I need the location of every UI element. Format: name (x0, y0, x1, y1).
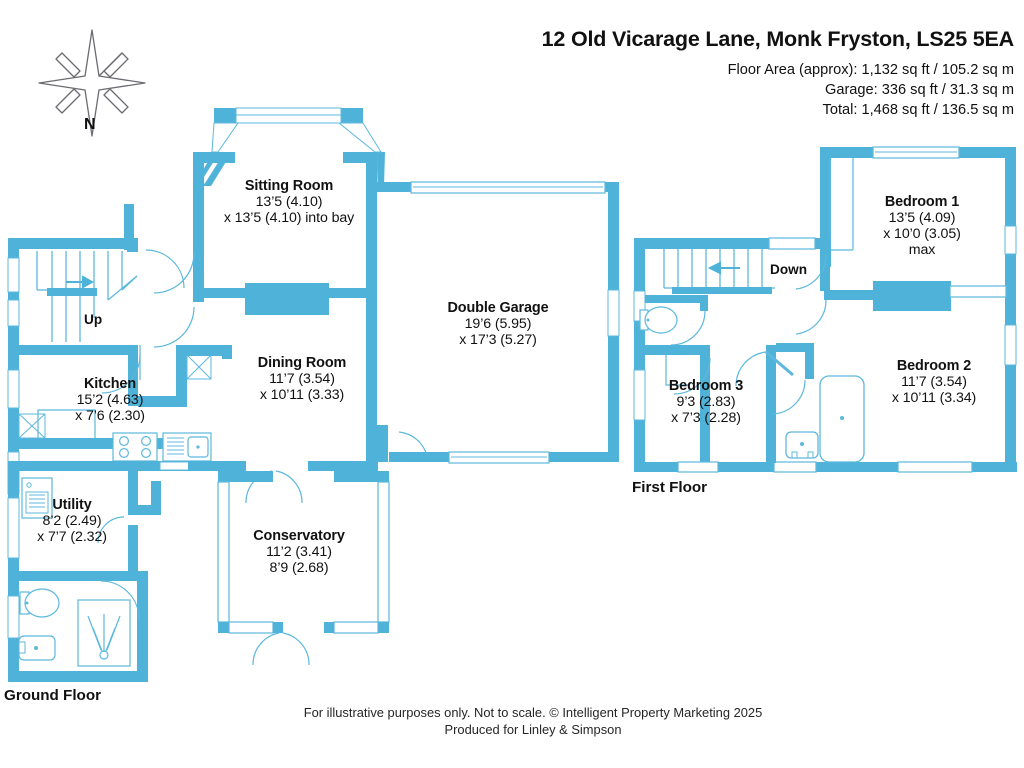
shower-icon (77, 599, 131, 667)
door-swing-utility (97, 516, 125, 544)
door-swing-hall-1 (145, 249, 185, 289)
wall-sitting-right (366, 152, 377, 312)
garage-area-text: Garage: 336 sq ft / 31.3 sq m (824, 82, 1014, 98)
door-swing-kitchen (101, 354, 141, 394)
total-area-text: Total: 1,468 sq ft / 136.5 sq m (822, 102, 1014, 118)
room-dim-2: x 7’3 (2.28) (671, 410, 741, 426)
wall-firstfloor-right (1005, 147, 1016, 472)
stair-label-down: Down (770, 262, 807, 277)
room-bedroom-1: Bedroom 1 13’5 (4.09) x 10’0 (3.05) max (871, 194, 973, 258)
room-bedroom-2: Bedroom 2 11’7 (3.54) x 10’11 (3.34) (892, 358, 976, 406)
wall-firstfloor-bottom (645, 462, 1017, 472)
room-name: Utility (52, 497, 92, 513)
wall-kitchen-bottom (8, 438, 188, 449)
room-conservatory: Conservatory 11’2 (3.41) 8’9 (2.68) (253, 528, 345, 576)
wall-left-outer (8, 238, 19, 438)
door-swing-dining (153, 306, 195, 348)
window-landing (768, 237, 816, 250)
page-title: 12 Old Vicarage Lane, Monk Fryston, LS25… (541, 27, 1015, 51)
room-dim-2: x 10’0 (3.05) max (883, 226, 961, 258)
wash-basin-icon (785, 431, 819, 459)
chimney-breast-first (873, 281, 951, 311)
room-dining-room: Dining Room 11’7 (3.54) x 10’11 (3.33) (257, 355, 347, 403)
wall-dining-right (366, 312, 377, 462)
floor-area-text: Floor Area (approx): 1,132 sq ft / 105.2… (727, 62, 1014, 78)
room-dim-2: x 10’11 (3.34) (891, 390, 977, 406)
room-double-garage: Double Garage 19’6 (5.95) x 17’3 (5.27) (447, 300, 548, 348)
door-swing-bed3 (673, 357, 711, 395)
door-swing-wc (100, 580, 140, 620)
compass-label-north: N (84, 116, 96, 133)
sink-icon (162, 432, 212, 462)
first-floor-walls (633, 146, 1017, 473)
room-dim-1: 13’5 (4.10) (255, 194, 323, 210)
ground-floor-walls (7, 107, 620, 682)
toilet-icon (19, 588, 60, 618)
stair-label-up: Up (84, 312, 103, 327)
wall-groundfloor-bottom (8, 671, 148, 682)
footer-produced-for: Produced for Linley & Simpson (444, 722, 622, 737)
door-swing-bed2 (795, 299, 827, 335)
toilet-icon (639, 306, 678, 334)
room-dim-2: x 7’6 (2.30) (75, 408, 145, 424)
wall-firstfloor-left (634, 238, 645, 472)
staircase-up-icon (36, 251, 138, 342)
room-dim-1: 13’5 (4.09) (888, 210, 956, 226)
room-dim-2: x 7’7 (2.32) (37, 529, 107, 545)
room-name: Bedroom 3 (668, 378, 744, 394)
room-dim-1: 15’2 (4.63) (76, 392, 144, 408)
bath-icon (819, 375, 865, 463)
room-name: Bedroom 1 (884, 194, 960, 210)
room-name: Conservatory (253, 528, 345, 544)
footer-copyright: For illustrative purposes only. Not to s… (303, 705, 763, 720)
cupboard-icon (18, 354, 212, 439)
room-dim-1: 11’7 (3.54) (901, 374, 967, 390)
garage-walls (377, 181, 620, 464)
room-name: Dining Room (257, 355, 347, 371)
door-bathroom (765, 350, 794, 377)
room-dim-1: 19’6 (5.95) (464, 316, 532, 332)
room-dim-2: x 13’5 (4.10) into bay (223, 210, 355, 226)
room-bedroom-3: Bedroom 3 9’3 (2.83) x 7’3 (2.28) (669, 378, 743, 426)
room-dim-1: 11’7 (3.54) (269, 371, 335, 387)
room-name: Sitting Room (244, 178, 334, 194)
washing-machine-icon (21, 477, 53, 519)
room-name: Bedroom 2 (896, 358, 972, 374)
room-dim-1: 11’2 (3.41) (266, 544, 332, 560)
door-swing-garage (398, 431, 428, 457)
room-utility: Utility 8’2 (2.49) x 7’7 (2.32) (37, 497, 107, 545)
first-floor-label: First Floor (632, 479, 708, 496)
room-name: Double Garage (447, 300, 549, 316)
door-swing-bed1 (795, 254, 827, 290)
door-swing-wc-first (670, 310, 706, 346)
room-dim-2: 8’9 (2.68) (269, 560, 329, 576)
door-swing-sitting (153, 252, 195, 294)
room-kitchen: Kitchen 15’2 (4.63) x 7’6 (2.30) (75, 376, 145, 424)
wash-basin-icon (18, 635, 56, 661)
chimney-breast (245, 283, 329, 315)
compass-rose-icon (38, 29, 146, 137)
room-dim-2: x 17’3 (5.27) (459, 332, 537, 348)
room-dim-2: x 10’11 (3.33) (259, 387, 345, 403)
room-sitting-room: Sitting Room 13’5 (4.10) x 13’5 (4.10) i… (224, 178, 354, 226)
ground-floor-label: Ground Floor (4, 687, 102, 704)
room-dim-1: 9’3 (2.83) (676, 394, 736, 410)
room-name: Kitchen (83, 376, 137, 392)
conservatory-walls (217, 471, 390, 666)
room-dim-1: 8’2 (2.49) (42, 513, 102, 529)
